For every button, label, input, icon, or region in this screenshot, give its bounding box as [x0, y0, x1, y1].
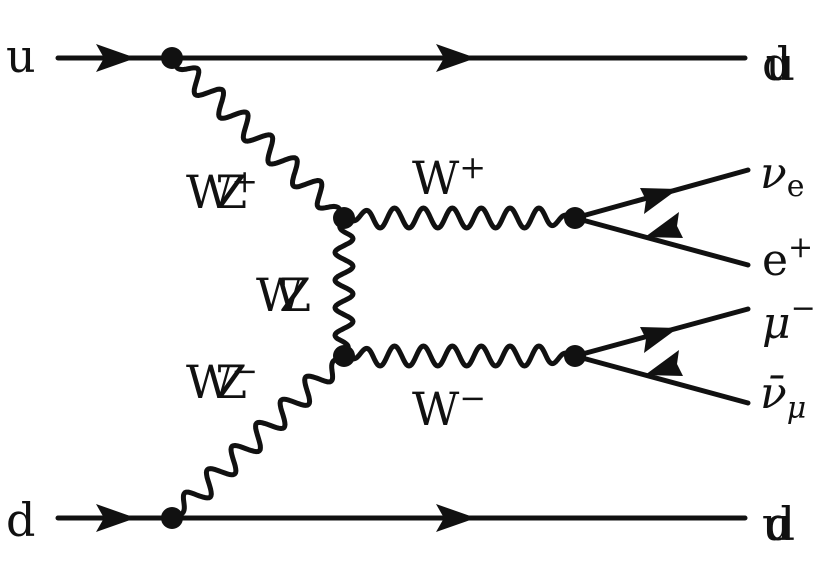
- vertex-bottom-left: [161, 507, 183, 529]
- label-e-plus-base: e: [762, 235, 788, 286]
- label-nu-e-base: ν: [760, 148, 787, 199]
- boson-line-w-minus: [341, 343, 578, 369]
- vertex-upper-center: [333, 207, 355, 229]
- arrow-e-plus: [645, 212, 683, 238]
- label-e-plus-sup: +: [788, 230, 813, 265]
- arrow-top-out: [436, 44, 476, 72]
- label-lower-exchange-sup: −: [231, 352, 258, 390]
- label-lower-exchange: WZ−: [186, 352, 258, 409]
- boson-line-upper-exchange: [169, 55, 347, 221]
- label-mu-minus-sup: −: [791, 291, 816, 326]
- boson-line-middle-exchange: [332, 215, 356, 359]
- label-w-plus-sup: +: [459, 148, 486, 186]
- label-u-in: u: [6, 29, 36, 83]
- label-mu-minus: μ−: [762, 291, 816, 349]
- vertex-w-minus-decay: [564, 345, 586, 367]
- vertex-top-left: [161, 47, 183, 69]
- label-w-minus: W−: [412, 379, 486, 436]
- label-middle-exchange: WZ: [256, 268, 310, 322]
- label-w-plus-base: W: [412, 151, 460, 205]
- arrow-d-in: [96, 504, 136, 532]
- label-upper-exchange-sup: +: [231, 162, 258, 200]
- label-nubar-mu: ν̄μ: [760, 368, 806, 426]
- vertex-lower-center: [333, 345, 355, 367]
- lepton-line-e-plus: [572, 215, 751, 268]
- vertex-w-plus-decay: [564, 207, 586, 229]
- label-upper-exchange: WZ+: [186, 162, 258, 219]
- arrow-nubar-mu: [645, 350, 683, 376]
- label-bottom-out: ud: [762, 497, 795, 551]
- label-e-plus: e+: [762, 230, 813, 286]
- label-nubar-mu-sub: μ: [787, 391, 807, 426]
- label-w-minus-sup: −: [459, 379, 486, 417]
- arrow-u-in: [96, 44, 136, 72]
- label-nu-e-sub: e: [787, 169, 805, 204]
- arrow-bottom-out: [436, 504, 476, 532]
- arrow-nu-e: [640, 188, 678, 214]
- boson-line-w-plus: [341, 205, 578, 231]
- boson-line-lower-exchange: [169, 353, 347, 521]
- arrow-mu-minus: [640, 327, 678, 353]
- label-nubar-mu-base: ν̄: [760, 368, 787, 419]
- lepton-line-nubar-mu: [572, 353, 751, 406]
- label-nu-e: νe: [760, 148, 805, 204]
- label-top-out: du: [762, 37, 793, 91]
- label-d-in: d: [6, 493, 35, 547]
- label-w-minus-base: W: [412, 382, 460, 436]
- label-mu-minus-base: μ: [762, 298, 791, 349]
- label-w-plus: W+: [412, 148, 486, 205]
